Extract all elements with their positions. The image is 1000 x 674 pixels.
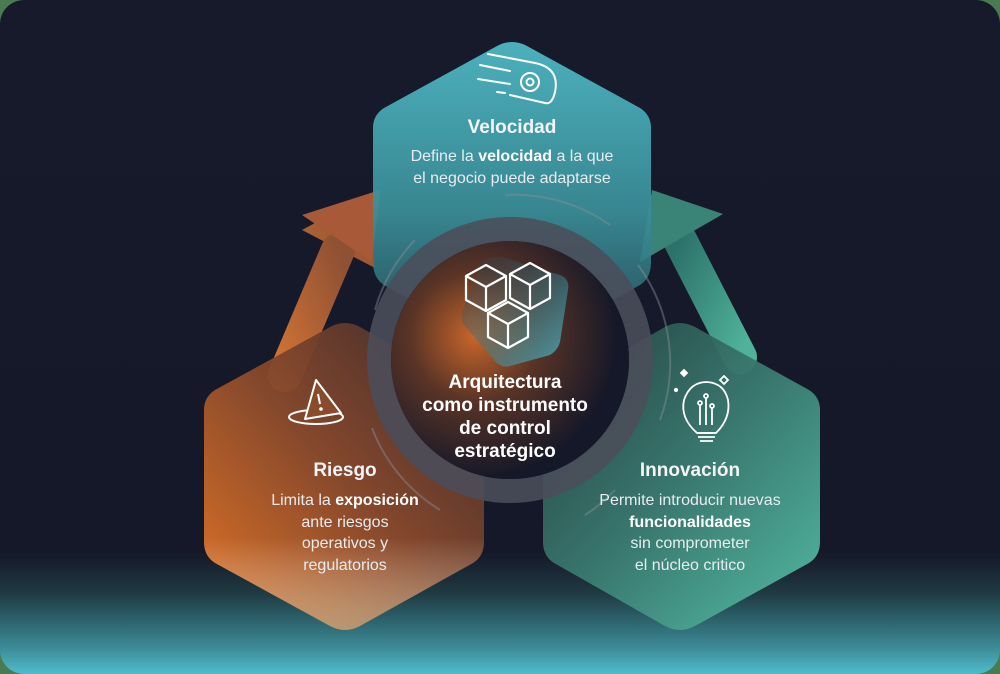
desc-bold: exposición	[335, 492, 419, 509]
warning-cone-icon	[288, 379, 344, 425]
center-title-line: estratégico	[454, 441, 556, 462]
node-title-riesgo: Riesgo	[313, 460, 377, 481]
center-ring	[367, 217, 653, 503]
node-desc-velocidad: Define la velocidad a la que el negocio …	[372, 146, 652, 189]
lightbulb-circuit-icon	[673, 368, 730, 442]
node-title-velocidad: Velocidad	[467, 117, 557, 138]
node-desc-innovacion: Permite introducir nuevas funcionalidade…	[545, 490, 835, 576]
desc-text: Define la	[410, 148, 479, 165]
cubes-icon	[464, 261, 552, 350]
center-title-line: de control	[459, 418, 551, 439]
node-title-innovacion: Innovación	[639, 460, 741, 481]
node-desc-riesgo: Limita la exposición ante riesgos operat…	[205, 490, 485, 576]
center-title-line: Arquitectura	[448, 372, 562, 393]
desc-text: regulatorios	[303, 556, 387, 574]
desc-text: Limita la	[271, 492, 336, 509]
decorative-arcs	[371, 193, 672, 516]
desc-text: ante riesgos	[301, 513, 389, 531]
desc-text: Permite introducir nuevas	[599, 492, 781, 509]
arrow-innovacion-to-velocidad	[640, 190, 757, 374]
center-inner-hexagon	[461, 257, 569, 367]
desc-text: sin comprometer	[630, 535, 750, 552]
speed-gear-icon	[477, 53, 557, 105]
center-title: Arquitectura como instrumento de control…	[400, 371, 610, 463]
desc-text: el núcleo critico	[634, 556, 746, 574]
desc-text: el negocio puede adaptarse	[413, 169, 611, 187]
desc-text: a la que	[552, 148, 614, 165]
desc-bold: funcionalidades	[629, 513, 751, 531]
desc-text: operativos y	[301, 535, 389, 552]
desc-bold: velocidad	[478, 148, 552, 165]
center-title-line: como instrumento	[422, 395, 588, 416]
